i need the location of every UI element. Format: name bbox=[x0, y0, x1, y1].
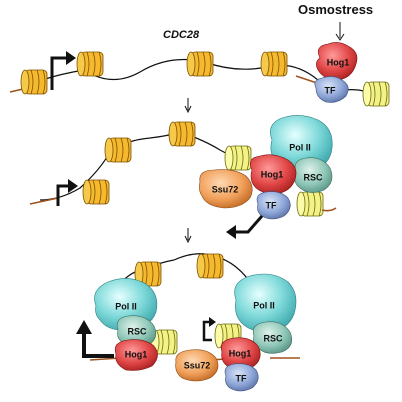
transcription-arrow bbox=[50, 51, 76, 90]
nucleosome bbox=[168, 121, 196, 147]
pol2-label: Pol II bbox=[253, 300, 275, 310]
tf-label: TF bbox=[325, 85, 336, 95]
rsc-label: RSC bbox=[127, 326, 147, 336]
hog1-protein: Hog1 bbox=[249, 154, 297, 195]
stage-2: Pol II RSC Hog1 Ssu72 TF bbox=[29, 115, 337, 239]
nucleosome bbox=[104, 137, 132, 163]
stimulus-label: Osmostress bbox=[298, 2, 373, 17]
nucleosome bbox=[82, 179, 110, 205]
rsc-label: RSC bbox=[303, 172, 323, 182]
nucleosome bbox=[76, 51, 104, 77]
tf-protein: TF bbox=[256, 191, 291, 220]
nucleosome bbox=[186, 51, 214, 77]
gene-label: CDC28 bbox=[163, 29, 200, 41]
ssu72-protein: Ssu72 bbox=[199, 169, 253, 209]
ssu72-protein: Ssu72 bbox=[175, 349, 219, 382]
nucleosome bbox=[196, 253, 224, 279]
step-arrow bbox=[184, 228, 192, 244]
rsc-complex: RSC bbox=[116, 315, 157, 348]
nucleosome bbox=[260, 51, 288, 77]
tf-protein: TF bbox=[224, 363, 259, 392]
tf-label: TF bbox=[236, 373, 247, 383]
hog1-label: Hog1 bbox=[327, 57, 350, 67]
hog1-label: Hog1 bbox=[229, 348, 252, 358]
tf-protein: TF bbox=[314, 76, 349, 103]
stage-3: Pol II RSC Hog1 Ssu72 Pol II RSC bbox=[76, 253, 300, 392]
ssu72-label: Ssu72 bbox=[212, 184, 239, 194]
stimulus-arrow bbox=[335, 22, 345, 41]
tf-label: TF bbox=[266, 200, 277, 210]
pol2-complex: Pol II bbox=[234, 273, 297, 333]
nucleosome bbox=[20, 69, 48, 95]
hog1-protein: Hog1 bbox=[114, 339, 158, 371]
stage-1: Hog1 TF bbox=[9, 42, 390, 107]
transcription-arrow bbox=[226, 215, 264, 239]
hog1-label: Hog1 bbox=[261, 169, 284, 179]
step-arrow bbox=[184, 98, 192, 114]
nucleosome-pale bbox=[224, 145, 252, 171]
transcription-arrow bbox=[202, 317, 216, 342]
nucleosome-pale bbox=[362, 81, 390, 107]
pol2-label: Pol II bbox=[289, 142, 311, 152]
hog1-protein: Hog1 bbox=[316, 42, 358, 81]
rsc-label: RSC bbox=[263, 333, 283, 343]
transcription-arrow bbox=[56, 179, 78, 206]
nucleosome-pale bbox=[296, 191, 324, 217]
hog1-label: Hog1 bbox=[125, 349, 148, 359]
pol2-label: Pol II bbox=[115, 301, 137, 311]
ssu72-label: Ssu72 bbox=[184, 360, 211, 370]
transcription-arrow bbox=[76, 320, 114, 358]
rsc-complex: RSC bbox=[294, 157, 333, 193]
